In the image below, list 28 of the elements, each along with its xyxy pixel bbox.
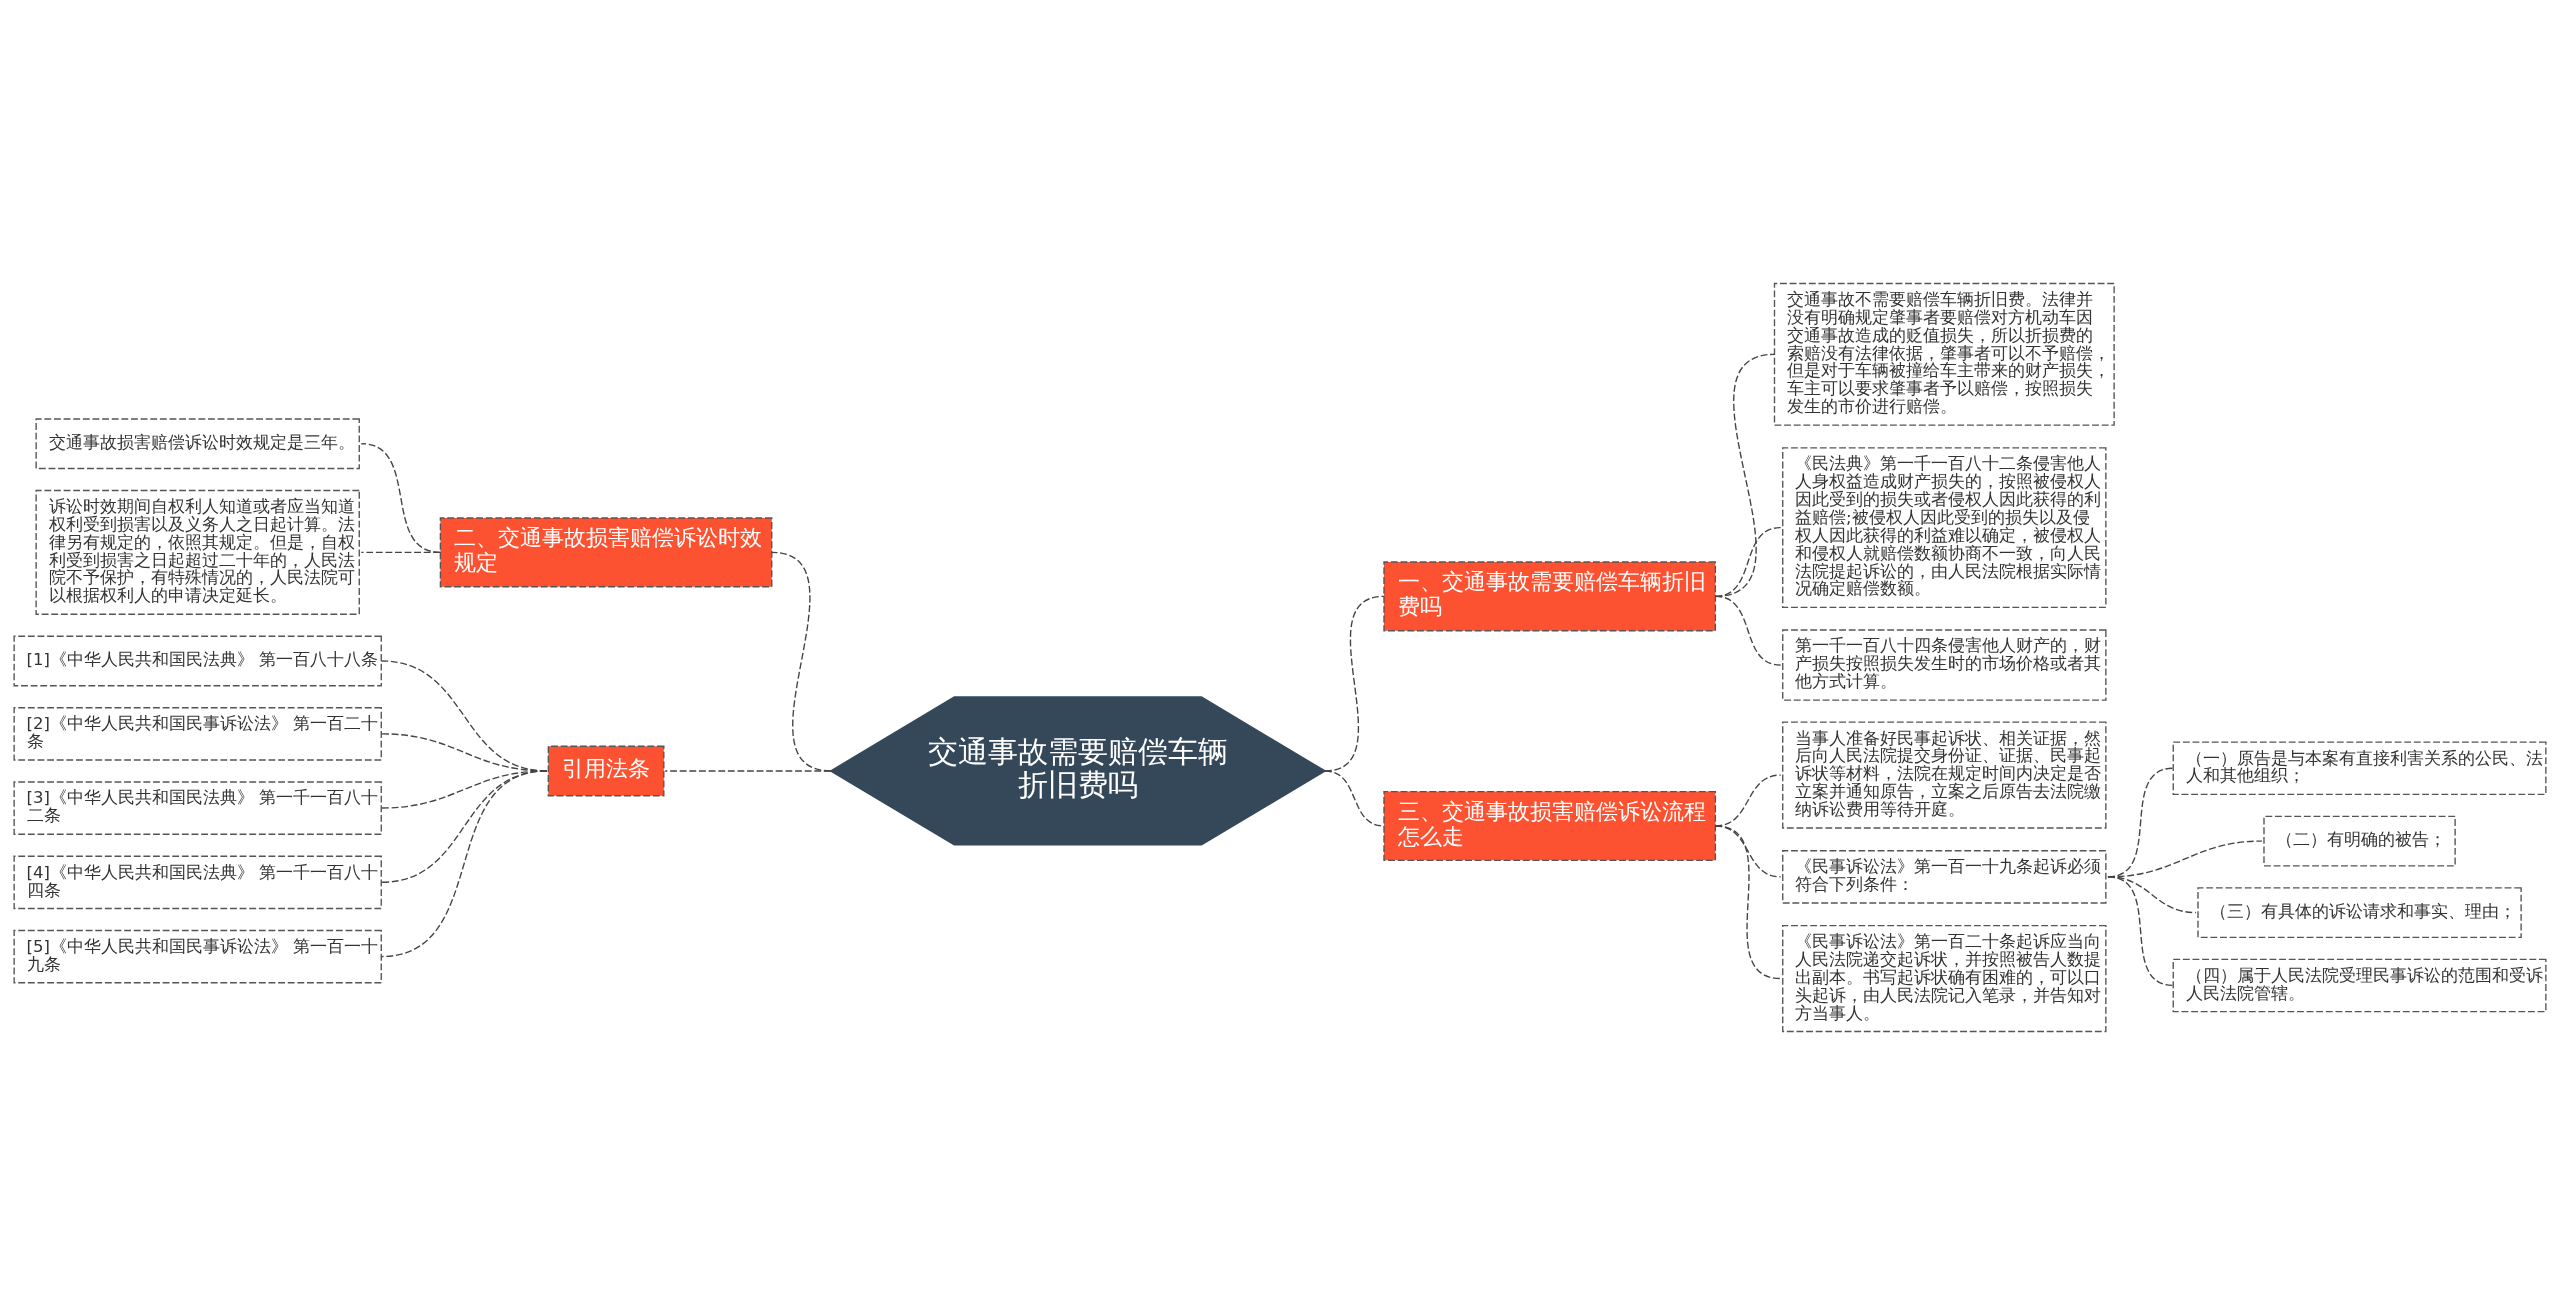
- node-box: 第一千一百八十四条侵害他人财产的，财产损失按照损失发生时的市场价格或者其他方式计算。: [1782, 629, 2107, 701]
- node-box: 当事人准备好民事起诉状、相关证据，然后向人民法院提交身份证、证据、民事起诉状等材料，法院在规定时间内决定是否立案并通知原告，立案之后原告去法院缴纳诉讼费用等待开庭。: [1782, 721, 2107, 829]
- node-box: 引用法条: [547, 745, 665, 797]
- node-box: 诉讼时效期间自权利人知道或者应当知道权利受到损害以及义务人之日起计算。法律另有规定的，依照其规定。但是，自权利受到损害之日起超过二十年的，人民法院不予保护，有特殊情况的，人民法院可以根据权利人的申请决定延长。: [35, 489, 360, 615]
- node-box: [1]《中华人民共和国民法典》 第一百八十八条: [13, 635, 382, 687]
- connector: [1714, 825, 1782, 980]
- node-box: （三）有具体的诉讼请求和事实、理由；: [2197, 887, 2522, 938]
- node-box: （四）属于人民法院受理民事诉讼的范围和受诉人民法院管辖。: [2172, 958, 2547, 1013]
- node-box: 三、交通事故损害赔偿诉讼流程怎么走: [1383, 790, 1717, 861]
- connector: [380, 770, 548, 958]
- node-box: [5]《中华人民共和国民事诉讼法》 第一百一十九条: [13, 929, 382, 984]
- connector: [664, 770, 832, 772]
- node-box: 《民事诉讼法》第一百一十九条起诉必须符合下列条件：: [1782, 850, 2107, 904]
- node-box: 《民法典》第一千一百八十二条侵害他人人身权益造成财产损失的，按照被侵权人因此受到的损失或者侵权人因此获得的利益赔偿;被侵权人因此受到的损失以及侵权人因此获得的利益难以确定，被侵权人和侵权人就赔偿数额协商不一致，向人民法院提起诉讼的，由人民法院根据实际情况确定赔偿数额。: [1782, 447, 2107, 608]
- node-box: （一）原告是与本案有直接利害关系的公民、法人和其他组织；: [2172, 741, 2547, 795]
- node-box: [3]《中华人民共和国民法典》 第一千一百八十二条: [13, 781, 382, 835]
- connector: [1714, 595, 1782, 666]
- node-box: 一、交通事故需要赔偿车辆折旧费吗: [1383, 561, 1717, 632]
- connector: [2107, 876, 2174, 987]
- node-box: [2]《中华人民共和国民事诉讼法》 第一百二十条: [13, 707, 382, 761]
- node-box: 交通事故不需要赔偿车辆折旧费。法律并没有明确规定肇事者要赔偿对方机动车因交通事故造成的贬值损失，所以折损费的索赔没有法律依据，肇事者可以不予赔偿，但是对于车辆被撞给车主带来的财产损失，车主可以要求肇事者予以赔偿，按照损失发生的市价进行赔偿。: [1773, 282, 2115, 426]
- connector: [360, 443, 442, 553]
- node-box: 《民事诉讼法》第一百二十条起诉应当向人民法院递交起诉状，并按照被告人数提出副本。书写起诉状确有困难的，可以口头起诉，由人民法院记入笔录，并告知对方当事人。: [1782, 924, 2107, 1033]
- node-box: 交通事故损害赔偿诉讼时效规定是三年。: [35, 418, 360, 470]
- connector: [360, 551, 442, 553]
- node-box: （二）有明确的被告；: [2263, 815, 2456, 867]
- node-box: 二、交通事故损害赔偿诉讼时效规定: [439, 517, 773, 588]
- node-box: [4]《中华人民共和国民法典》 第一千一百八十四条: [13, 855, 382, 910]
